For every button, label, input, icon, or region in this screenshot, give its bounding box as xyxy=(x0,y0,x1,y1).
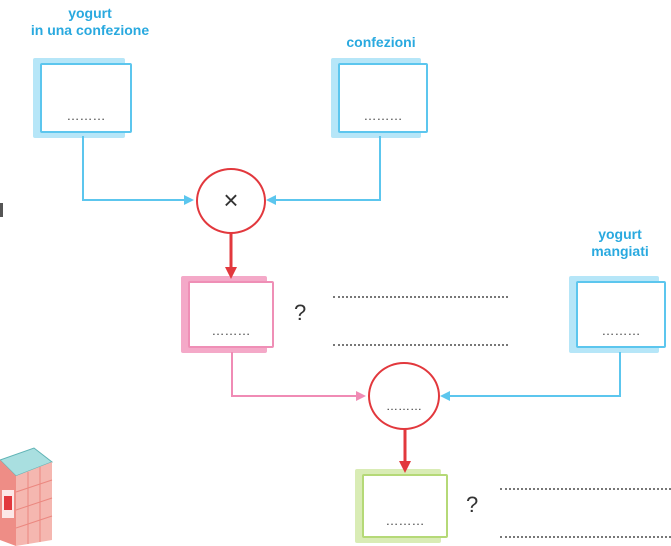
answer-line-product-2[interactable] xyxy=(333,344,508,346)
question-mark-product: ? xyxy=(294,300,307,325)
blank-operator[interactable]: ……… xyxy=(368,362,440,430)
label-packs: confezioni xyxy=(346,34,416,50)
yogurt-pack-illustration xyxy=(0,447,54,546)
arrow-product-to-operator xyxy=(231,352,366,401)
input-box-yogurt-eaten[interactable]: ……… xyxy=(569,276,666,353)
multiply-operator: × xyxy=(196,168,266,234)
blank-product: ……… xyxy=(211,323,251,338)
arrow-packs-to-multiply xyxy=(266,136,381,205)
arrow-per-pack-to-multiply xyxy=(82,136,194,205)
blank-packs: ……… xyxy=(363,108,403,123)
multiply-icon: × xyxy=(223,185,239,215)
edge-mark xyxy=(0,203,3,217)
result-box[interactable]: ……… xyxy=(355,469,448,543)
answer-line-product-1[interactable] xyxy=(333,296,508,298)
product-box[interactable]: ……… xyxy=(181,276,274,353)
blank-yogurt-per-pack: ……… xyxy=(66,108,106,123)
blank-operator-dots: ……… xyxy=(386,399,422,413)
answer-line-result-1[interactable] xyxy=(500,488,671,490)
question-mark-result: ? xyxy=(466,492,479,517)
answer-line-result-2[interactable] xyxy=(500,536,671,538)
arrow-eaten-to-operator xyxy=(440,352,621,401)
input-box-packs[interactable]: ……… xyxy=(331,58,428,138)
input-box-yogurt-per-pack[interactable]: ……… xyxy=(33,58,132,138)
blank-yogurt-eaten: ……… xyxy=(601,323,641,338)
blank-result: ……… xyxy=(385,513,425,528)
